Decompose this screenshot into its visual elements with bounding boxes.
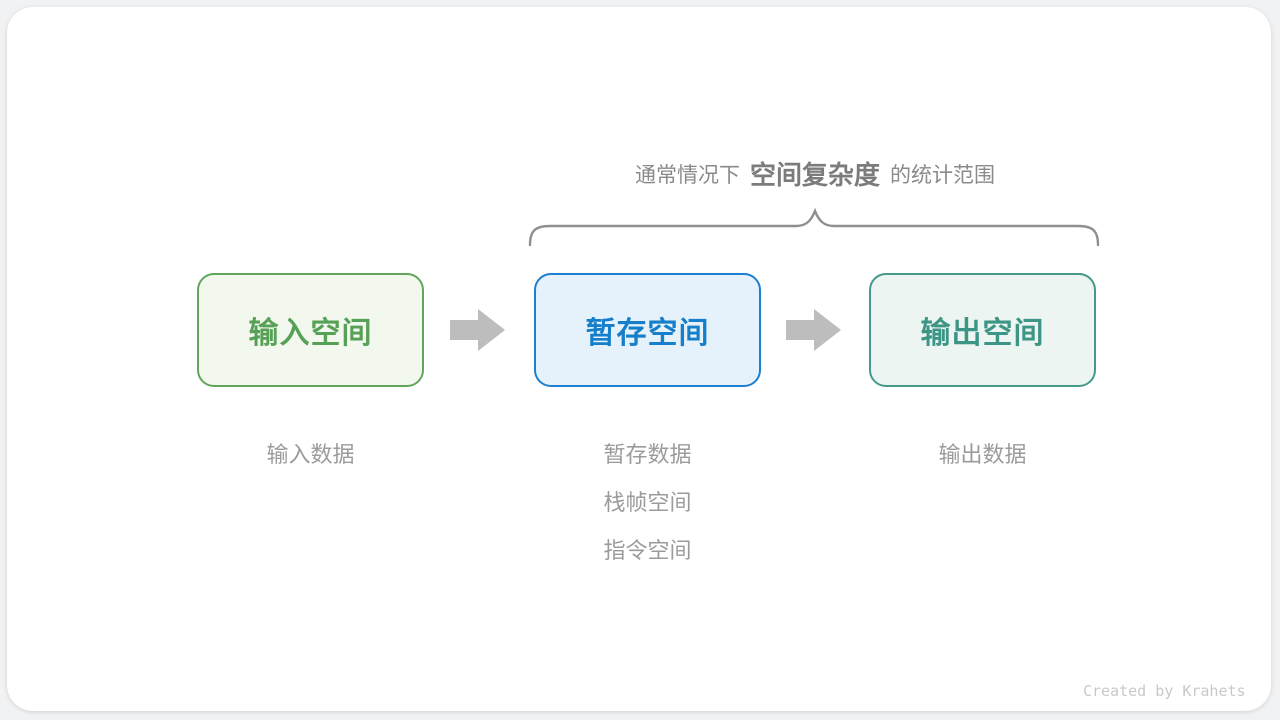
output-sublabels: 输出数据: [869, 431, 1096, 479]
caption-prefix: 通常情况下: [634, 164, 740, 187]
sublabel: 输出数据: [938, 442, 1027, 467]
sublabel: 输入数据: [266, 442, 355, 467]
node-input-space-label: 输入空间: [248, 317, 373, 350]
input-sublabels: 输入数据: [197, 431, 424, 479]
temp-sublabels: 暂存数据 栈帧空间 指令空间: [534, 431, 761, 575]
sublabel: 指令空间: [603, 538, 692, 563]
sublabel: 栈帧空间: [603, 490, 692, 515]
flow-right-arrow-icon: [786, 309, 841, 351]
node-output-space-label: 输出空间: [920, 317, 1045, 350]
brace-path: [528, 207, 1100, 247]
arrow-shape: [450, 309, 505, 351]
sublabel: 暂存数据: [603, 442, 692, 467]
scope-brace: [528, 207, 1100, 247]
arrow-shape: [786, 309, 841, 351]
node-output-space: 输出空间: [869, 273, 1096, 387]
diagram-card: 通常情况下空间复杂度的统计范围 输入空间 暂存空间 输出空间 输入数据 暂存数据…: [7, 7, 1271, 711]
node-temp-space: 暂存空间: [534, 273, 761, 387]
scope-caption: 通常情况下空间复杂度的统计范围: [507, 155, 1123, 192]
flow-right-arrow-icon: [450, 309, 505, 351]
caption-highlight: 空间复杂度: [749, 160, 880, 190]
node-input-space: 输入空间: [197, 273, 424, 387]
credit-text: Created by Krahets: [1083, 682, 1246, 700]
node-temp-space-label: 暂存空间: [585, 317, 710, 350]
caption-suffix: 的统计范围: [890, 164, 995, 187]
